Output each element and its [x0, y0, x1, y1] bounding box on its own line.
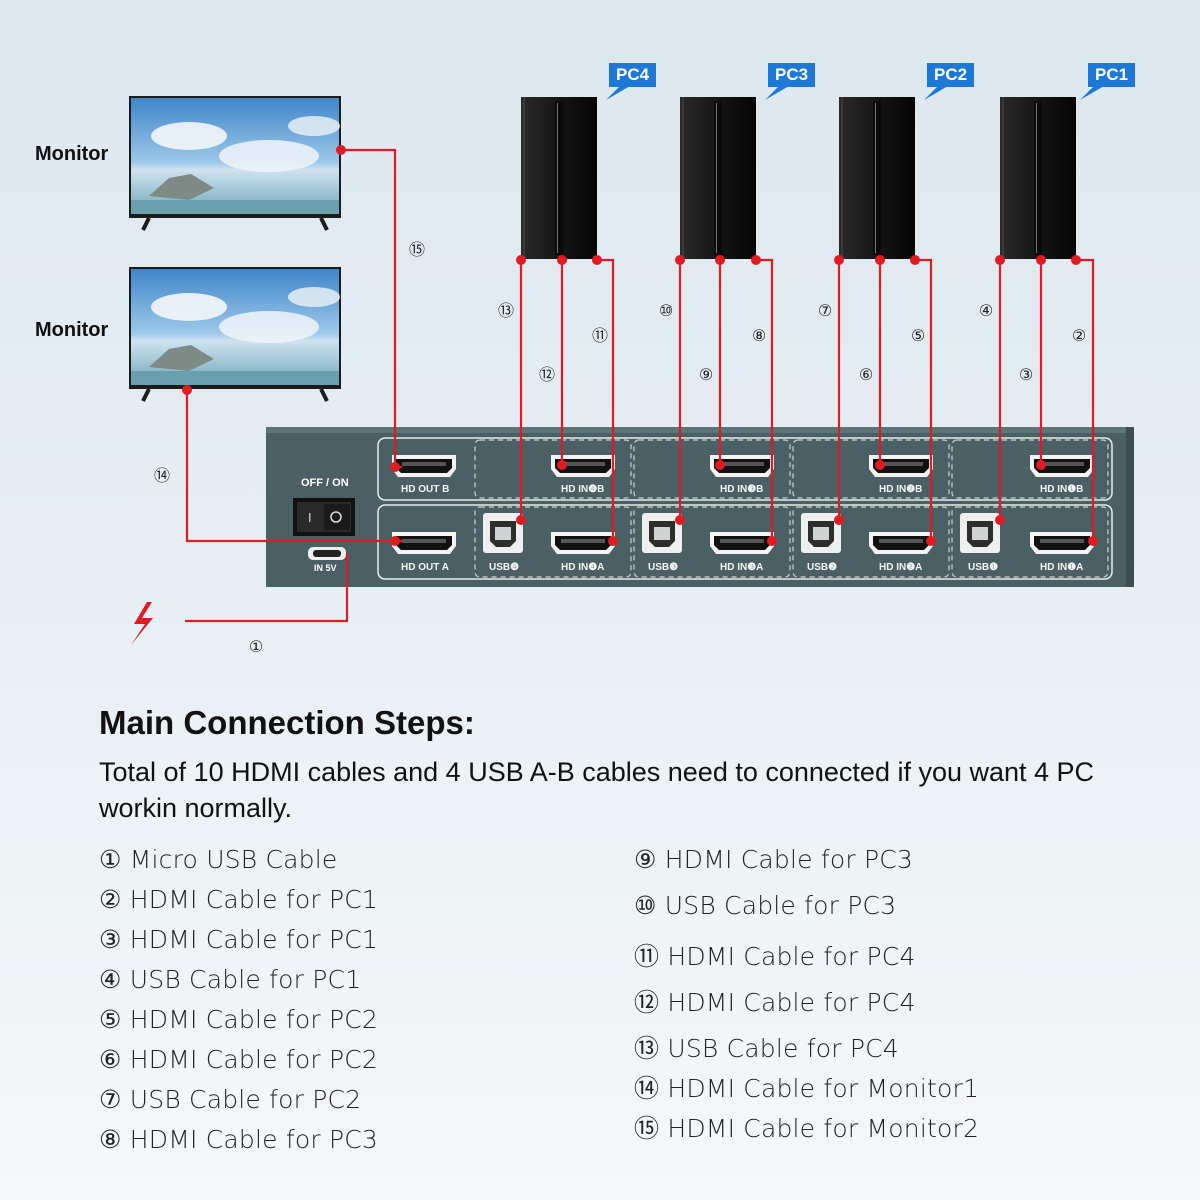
cable-number-2: ②: [1071, 326, 1087, 345]
cable-number-8: ⑧: [751, 326, 767, 345]
step-item: ⑤ HDMI Cable for PC2: [99, 1005, 378, 1034]
connection-diagram: I Monitor Monitor PC4 PC3 PC2 PC1 ①: [35, 63, 1136, 656]
svg-text:I: I: [308, 511, 312, 525]
lightning-bolt-icon: [131, 602, 153, 645]
step-item: ④ USB Cable for PC1: [99, 965, 362, 994]
pc3-tag: PC3: [768, 63, 816, 87]
hd-in-1b-label: HD IN❶B: [1040, 484, 1084, 495]
step-item: ⑮ HDMI Cable for Monitor2: [634, 1114, 980, 1143]
steps-title: Main Connection Steps:: [99, 704, 475, 741]
power-in-label: IN 5V: [314, 563, 337, 573]
hd-in-2a-label: HD IN❷A: [879, 562, 923, 573]
step-item: ⑭ HDMI Cable for Monitor1: [634, 1074, 980, 1103]
step-item: ② HDMI Cable for PC1: [99, 885, 378, 914]
step-item: ⑬ USB Cable for PC4: [634, 1034, 899, 1063]
hd-in-4a-label: HD IN❹A: [561, 562, 605, 573]
cable-number-14: ⑭: [153, 466, 170, 485]
cable-number-4: ④: [978, 301, 994, 320]
step-item: ⑧ HDMI Cable for PC3: [99, 1125, 378, 1154]
monitor-1-screen: [127, 265, 343, 403]
hd-in-2b-label: HD IN❷B: [879, 484, 923, 495]
hd-out-a-port: [392, 532, 456, 554]
step-item: ⑨ HDMI Cable for PC3: [634, 845, 913, 874]
cable-number-9: ⑨: [698, 365, 714, 384]
cable-number-12: ⑫: [538, 365, 555, 384]
usb3-label: USB❸: [648, 562, 679, 573]
step-item: ⑪ HDMI Cable for PC4: [634, 942, 916, 971]
cable-number-6: ⑥: [858, 365, 874, 384]
diagram-graphic: I: [127, 86, 1134, 645]
usb2-label: USB❷: [807, 562, 838, 573]
usb1-label: USB❶: [968, 562, 999, 573]
hd-in-3a-label: HD IN❸A: [720, 562, 764, 573]
cable-number-11: ⑪: [591, 326, 608, 345]
step-item: ③ HDMI Cable for PC1: [99, 925, 378, 954]
cable-number-13: ⑬: [497, 301, 514, 320]
step-item: ⑫ HDMI Cable for PC4: [634, 988, 916, 1017]
step-item: ⑩ USB Cable for PC3: [634, 891, 897, 920]
steps-intro: Total of 10 HDMI cables and 4 USB A-B ca…: [99, 757, 1095, 823]
hd-out-a-label: HD OUT A: [401, 562, 449, 573]
monitor-1-label: Monitor: [35, 319, 109, 341]
kvm-switch-body: [266, 427, 1134, 587]
usb4-label: USB❹: [489, 562, 520, 573]
monitor-2-screen: [127, 94, 343, 232]
cable-number-3: ③: [1018, 365, 1034, 384]
pc3-tower: [680, 97, 756, 259]
step-item: ⑥ HDMI Cable for PC2: [99, 1045, 378, 1074]
power-switch-label: OFF / ON: [301, 477, 349, 489]
hd-in-1a-label: HD IN❶A: [1040, 562, 1084, 573]
pc2-tag: PC2: [927, 63, 975, 87]
step-item: ① Micro USB Cable: [99, 845, 338, 874]
pc2-tower: [839, 97, 915, 259]
pc4-tower: [521, 97, 597, 259]
hd-in-3b-label: HD IN❸B: [720, 484, 764, 495]
cable-number-7: ⑦: [817, 301, 833, 320]
pc1-tag: PC1: [1088, 63, 1136, 87]
cables: [185, 148, 1095, 623]
cable-number-15: ⑮: [408, 240, 425, 259]
pc1-tower: [1000, 97, 1076, 259]
cable-number-10: ⑩: [658, 301, 674, 320]
cable-number-1: ①: [248, 637, 264, 656]
cable-number-5: ⑤: [910, 326, 926, 345]
monitor-2-label: Monitor: [35, 143, 109, 165]
hd-in-4b-label: HD IN❹B: [561, 484, 605, 495]
step-item: ⑦ USB Cable for PC2: [99, 1085, 362, 1114]
hd-out-b-label: HD OUT B: [401, 484, 450, 495]
pc4-tag: PC4: [609, 63, 657, 87]
